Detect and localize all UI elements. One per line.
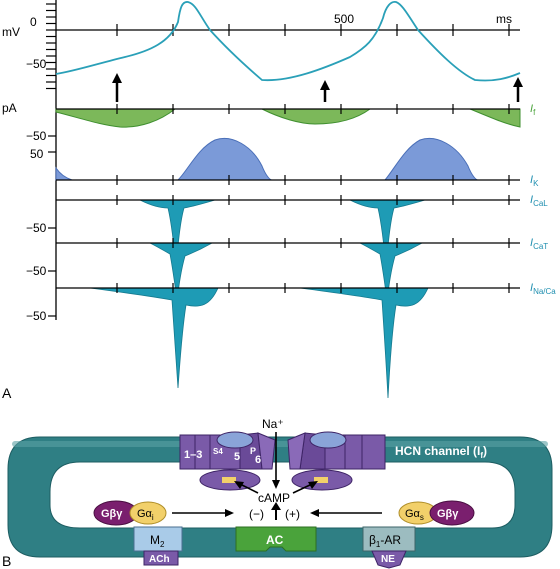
If-fill	[55, 108, 521, 128]
na-ion-label: Na⁺	[262, 417, 284, 431]
ne-ligand	[371, 550, 407, 569]
IK-tick-label: 50	[30, 147, 44, 161]
INaCa-label: INa/Ca	[530, 282, 556, 296]
ac-inhibit-sign: (−)	[249, 507, 264, 521]
g-alpha-i-label: Gαi	[137, 508, 154, 522]
current-time-ticks	[116, 175, 510, 185]
ach-ligand	[143, 550, 179, 566]
If-label: If	[530, 103, 536, 117]
ICaT-tick-label: −50	[26, 264, 47, 278]
hcn-segments-label: 1–3	[184, 449, 202, 461]
g-beta-gamma-right	[429, 500, 475, 526]
panel-b: 1–3 S4 5 P 6 Na⁺ HCN channel (If)	[2, 417, 553, 569]
hcn-p-label: P	[250, 446, 256, 456]
current-time-ticks	[116, 238, 510, 248]
adenylyl-cyclase	[235, 526, 317, 552]
voltage-trace-panel: mV 0 −50 500 ms	[2, 1, 523, 102]
ICaL-panel: −50 ICaL	[26, 194, 548, 269]
time-unit-label: ms	[496, 12, 512, 26]
ach-label: ACh	[149, 554, 170, 565]
INaCa-panel: −50 INa/Ca	[26, 282, 556, 399]
time-tick-label-500: 500	[334, 12, 354, 26]
ICaL-label: ICaL	[530, 194, 548, 208]
voltage-trace	[55, 1, 521, 82]
pacemaker-arrows	[112, 73, 523, 102]
membrane-highlight	[12, 441, 548, 447]
If-tick-label: −50	[26, 129, 47, 143]
hcn-right-pore	[309, 431, 347, 449]
INaCa-tick-label: −50	[26, 309, 47, 323]
hcn-channel: 1–3 S4 5 P 6 Na⁺ HCN channel (If)	[179, 417, 487, 491]
hcn-right-camp-site	[314, 477, 328, 483]
If-panel: pA −50 If	[2, 101, 536, 143]
current-time-ticks	[116, 195, 510, 205]
m2-receptor-label: M2	[150, 533, 165, 549]
tick-label-neg50-mV: −50	[26, 57, 47, 71]
current-time-ticks	[116, 283, 510, 293]
tick-label-zero-mV: 0	[30, 15, 37, 29]
voltage-unit-label: mV	[2, 25, 20, 39]
hcn-right-s6	[287, 432, 306, 470]
panel-b-letter: B	[2, 553, 11, 569]
INaCa-fill	[89, 287, 429, 399]
hcn-title: HCN channel (If)	[395, 444, 487, 460]
hcn-left-pore	[216, 431, 254, 449]
g-beta-gamma-right-label: Gβγ	[437, 508, 459, 520]
g-alpha-i	[129, 501, 167, 525]
panel-a-letter: A	[2, 385, 12, 401]
hcn-seg5-label: 5	[234, 451, 240, 463]
hcn-seg6-label: 6	[255, 454, 261, 466]
ICaL-tick-label: −50	[26, 221, 47, 235]
current-unit-label: pA	[2, 101, 17, 115]
ne-label: NE	[381, 554, 395, 565]
ac-stimulate-sign: (+)	[285, 507, 300, 521]
ac-label: AC	[266, 533, 284, 547]
y-axis-ticks	[46, 3, 56, 317]
IK-fill	[55, 138, 479, 181]
time-ticks	[116, 24, 510, 36]
g-beta-gamma-left-label: Gβγ	[101, 508, 123, 520]
signal-arrows	[172, 432, 382, 520]
panel-a: mV 0 −50 500 ms pA −50 If	[2, 0, 556, 401]
current-time-ticks	[116, 104, 510, 114]
hcn-left-s6	[257, 432, 276, 470]
beta1-adrenergic-receptor	[362, 526, 416, 552]
hcn-s4-label: S4	[213, 447, 223, 456]
hcn-left-camp-site	[222, 477, 236, 483]
g-alpha-s-label: Gαs	[405, 508, 424, 522]
camp-label: cAMP	[258, 491, 290, 505]
IK-panel: 50 IK	[30, 138, 539, 188]
ICaT-panel: −50 ICaT	[26, 237, 548, 301]
beta1-ar-label: β1-AR	[369, 533, 401, 549]
IK-label: IK	[530, 174, 539, 188]
ICaT-label: ICaT	[530, 237, 548, 251]
